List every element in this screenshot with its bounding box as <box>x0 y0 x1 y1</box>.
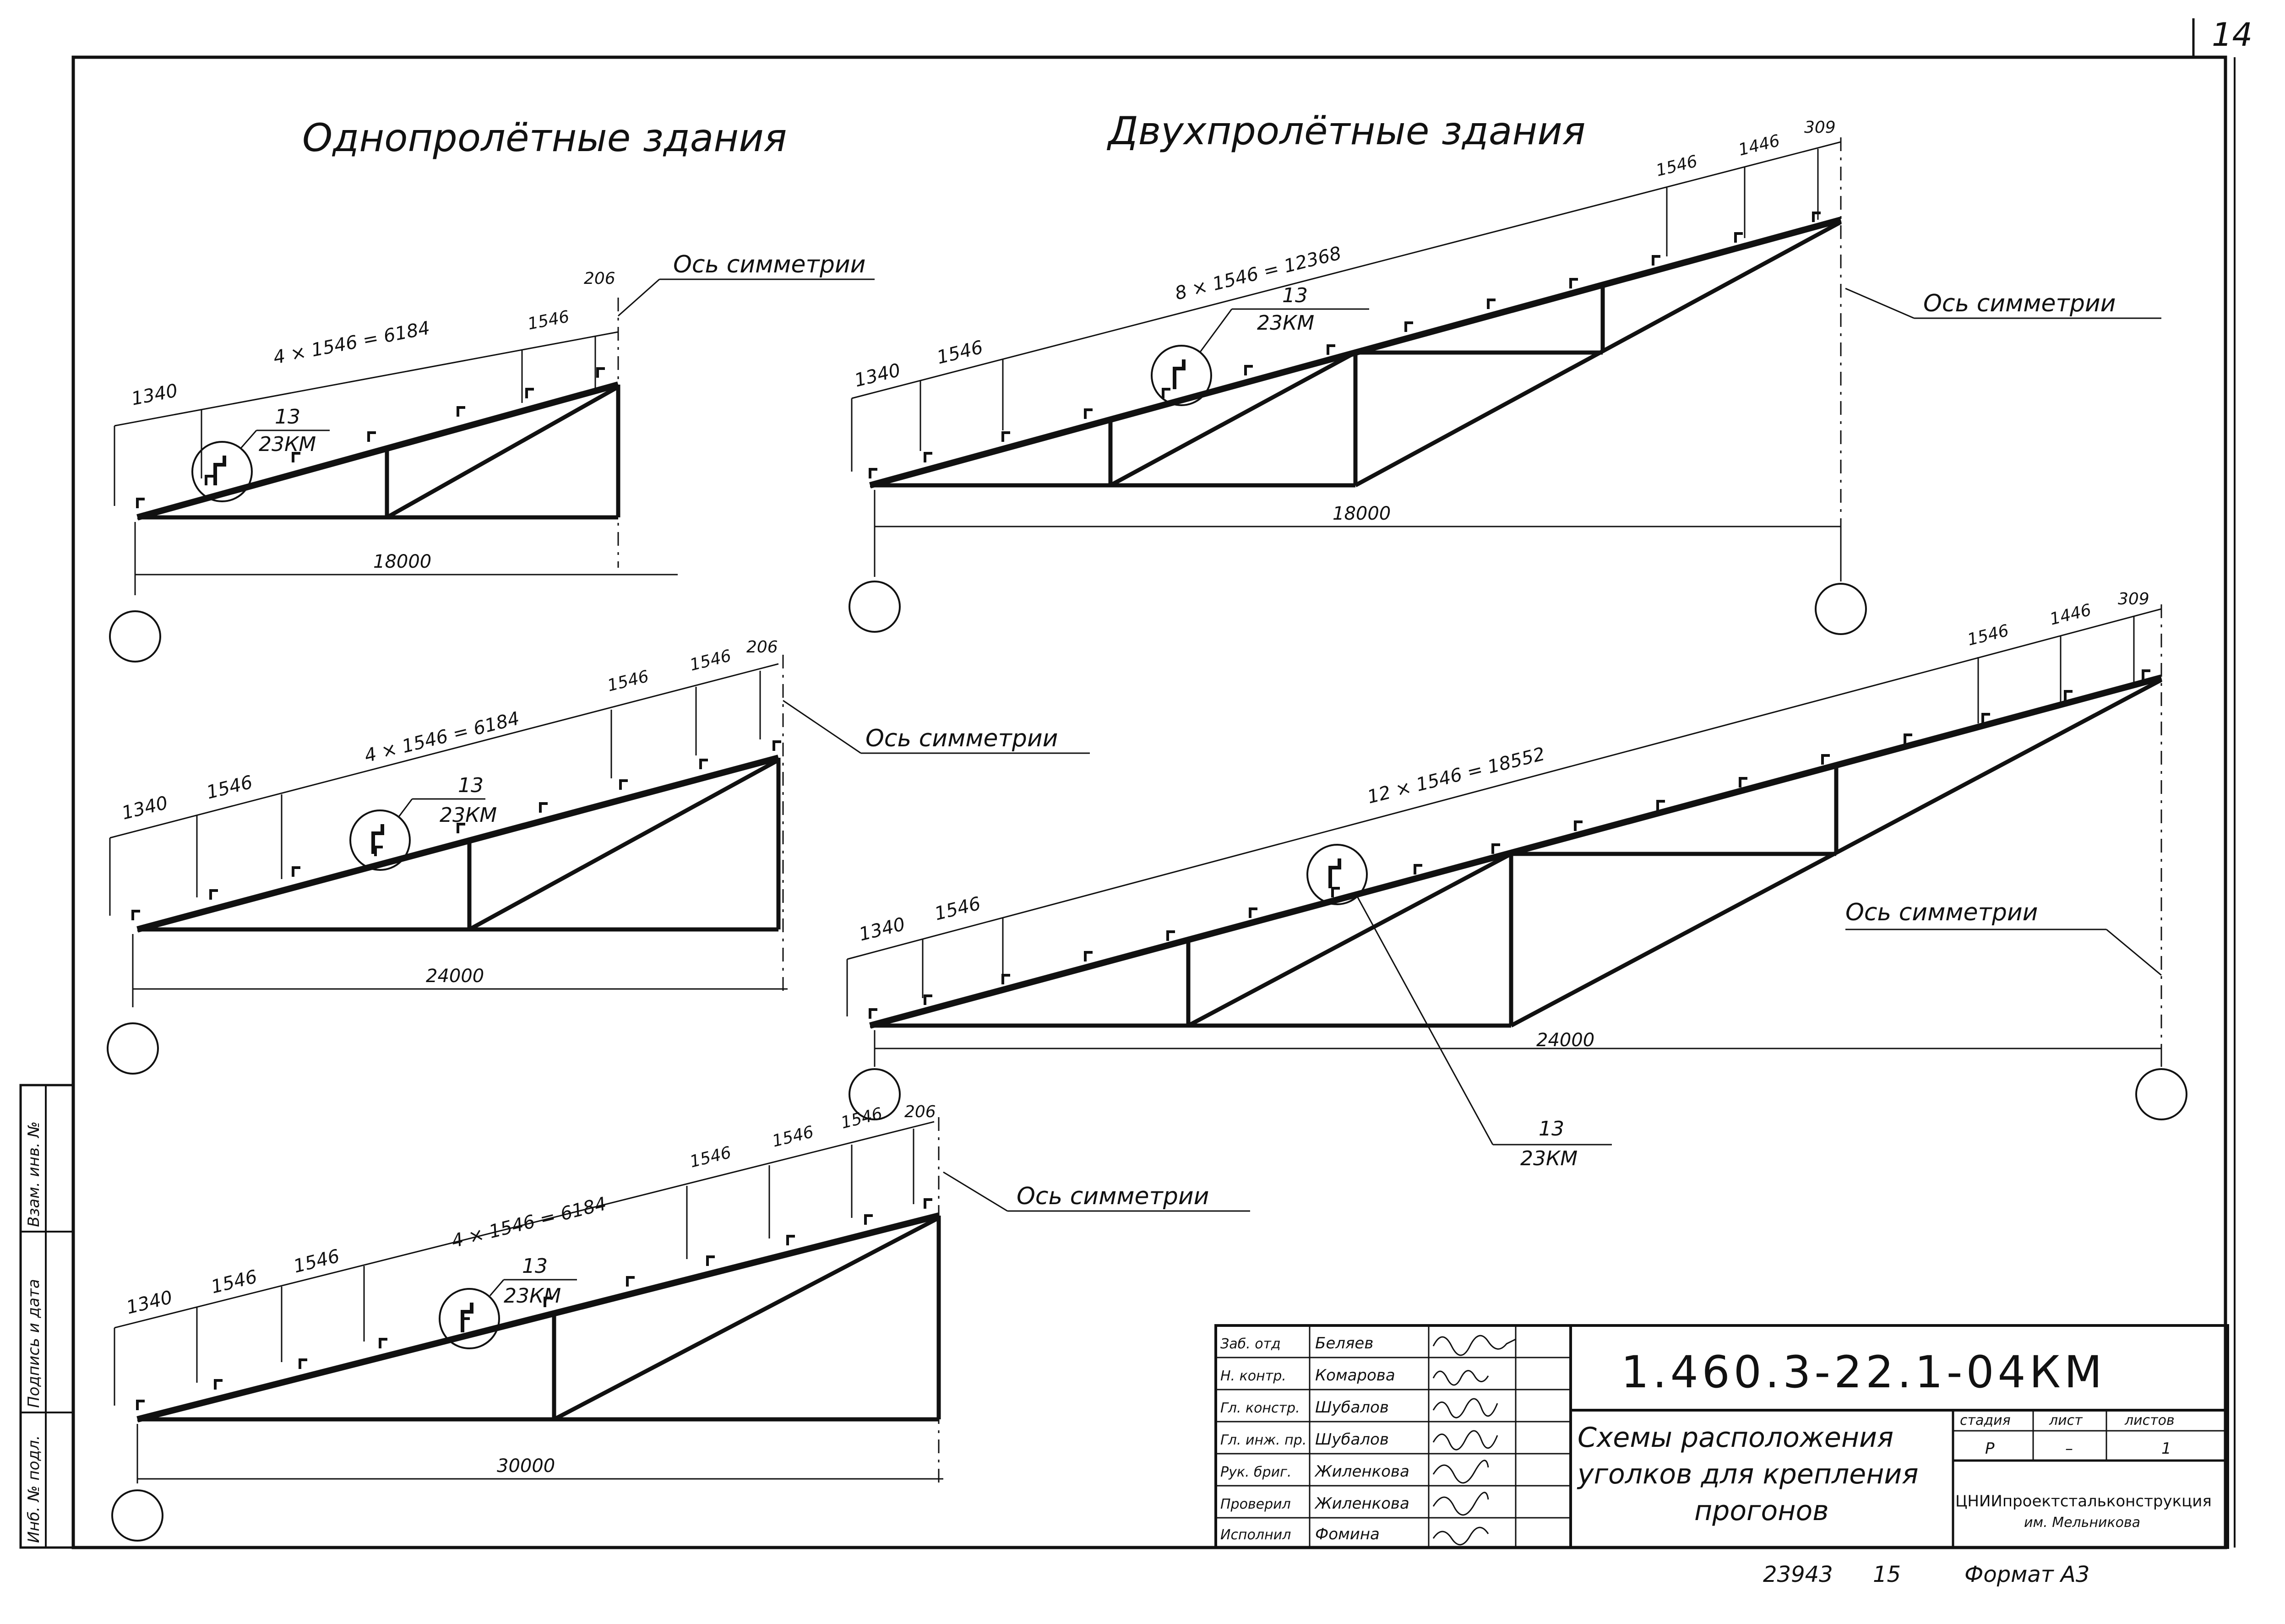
dim-309-d5: 309 <box>2118 590 2149 608</box>
dim-1546-c-d3: 1546 <box>688 1143 733 1172</box>
span-d5: 24000 <box>1536 1030 1594 1051</box>
heading-double-span: Двухпролётные здания <box>1106 109 1585 153</box>
dim-206-d1: 206 <box>584 269 615 288</box>
signature-3 <box>1432 1398 1498 1418</box>
truss-diagram-single-18000 <box>109 278 875 663</box>
signature-6 <box>1432 1492 1489 1516</box>
format-label: Формат А3 <box>1964 1562 2089 1587</box>
spacing-text-d4: 8 × 1546 = 12368 <box>1173 243 1343 304</box>
dim-1340-d5: 1340 <box>857 913 907 945</box>
dim-1546-b-d4: 1546 <box>1654 152 1699 180</box>
dim-1546-d-d3: 1546 <box>770 1123 816 1151</box>
callout-bottom-d1: 23КМ <box>259 433 316 456</box>
tb-role-6: Исполнил <box>1220 1527 1291 1543</box>
tb-organization-sub: им. Мельникова <box>2024 1515 2140 1531</box>
tb-document-code: 1.460.3-22.1-04КМ <box>1621 1347 2106 1398</box>
tb-stage-header: стадия <box>1960 1412 2011 1428</box>
tb-stage-value: Р <box>1985 1439 1995 1458</box>
callout-bottom-d4: 23КМ <box>1257 311 1314 335</box>
spacing-text-d1: 4 × 1546 = 6184 <box>272 317 431 368</box>
tb-description-line-3: прогонов <box>1694 1495 1829 1527</box>
span-d4: 18000 <box>1333 503 1391 524</box>
dim-1546-b-d2: 1546 <box>605 667 651 695</box>
tb-sheet-value: – <box>2065 1439 2073 1458</box>
callout-bottom-d2: 23КМ <box>440 804 497 827</box>
tb-description-line-2: уголков для крепления <box>1577 1458 1919 1490</box>
span-d1: 18000 <box>373 551 431 572</box>
axis-label-d1: Ось симметрии <box>673 251 865 278</box>
truss-diagram-double-24000 <box>846 604 2187 1146</box>
callout-top-d3: 13 <box>522 1255 548 1278</box>
dim-1546-b-d5: 1546 <box>1965 621 2011 650</box>
truss-diagram-single-30000 <box>111 1117 1250 1542</box>
callout-top-d4: 13 <box>1282 284 1308 307</box>
signature-2 <box>1432 1370 1489 1386</box>
title-block <box>1214 1324 2229 1549</box>
dim-1546-a-d2: 1546 <box>204 771 255 803</box>
heading-single-span: Однопролётные здания <box>302 115 787 160</box>
dim-1546-a-d5: 1546 <box>932 893 983 924</box>
dim-1446-d5: 1446 <box>2048 601 2093 629</box>
span-d3: 30000 <box>497 1456 555 1477</box>
dim-1340-d1: 1340 <box>130 380 180 410</box>
tb-sheets-header: листов <box>2124 1412 2175 1428</box>
spacing-text-d5: 12 × 1546 = 18552 <box>1365 744 1547 808</box>
tb-name-6: Фомина <box>1315 1525 1380 1543</box>
tb-sheet-header: лист <box>2049 1412 2083 1428</box>
dim-309-d4: 309 <box>1804 118 1836 137</box>
truss-diagram-double-18000 <box>849 137 2161 635</box>
callout-bottom-d5: 23КМ <box>1520 1147 1578 1170</box>
stamp-inv-no: Инб. № подл. <box>25 1435 43 1543</box>
axis-label-d2: Ось симметрии <box>865 725 1058 752</box>
tb-role-4: Рук. бриг. <box>1220 1464 1291 1480</box>
tb-role-5: Проверил <box>1220 1496 1291 1512</box>
signature-7 <box>1432 1526 1489 1546</box>
footer-mark: 15 <box>1873 1562 1901 1587</box>
callout-top-d2: 13 <box>458 774 484 797</box>
span-d2: 24000 <box>426 966 484 987</box>
dim-1546-a-d4: 1546 <box>935 337 985 368</box>
sheet-frame <box>71 55 2227 1549</box>
stamp-replaced-inv: Взам. инв. № <box>25 1121 43 1227</box>
tb-organization: ЦНИИпроектстальконструкция <box>1955 1492 2212 1510</box>
tb-role-1: Н. контр. <box>1220 1368 1286 1384</box>
tb-role-0: Заб. отд <box>1220 1336 1281 1352</box>
callout-top-d5: 13 <box>1539 1117 1564 1141</box>
dim-1546-c-d2: 1546 <box>688 646 733 675</box>
callout-bottom-d3: 23КМ <box>504 1284 561 1308</box>
dim-206-d2: 206 <box>746 638 778 657</box>
dim-1446-d4: 1446 <box>1736 131 1782 160</box>
page-number: 14 <box>2212 16 2252 54</box>
signature-4 <box>1432 1430 1498 1450</box>
axis-label-d3: Ось симметрии <box>1017 1183 1209 1210</box>
stamp-signature-date: Подпись и дата <box>25 1279 43 1408</box>
tb-name-2: Шубалов <box>1315 1398 1389 1417</box>
signature-1 <box>1432 1335 1516 1356</box>
tb-name-3: Шубалов <box>1315 1430 1389 1449</box>
tb-name-4: Жиленкова <box>1314 1462 1409 1481</box>
tb-name-0: Беляев <box>1315 1334 1373 1352</box>
footer-number: 23943 <box>1763 1562 1833 1587</box>
tb-name-1: Комарова <box>1315 1366 1395 1385</box>
tb-role-3: Гл. инж. пр. <box>1220 1432 1306 1448</box>
spacing-text-d3: 4 × 1546 = 6184 <box>449 1193 609 1252</box>
tb-name-5: Жиленкова <box>1314 1494 1409 1513</box>
tb-description-line-1: Схемы расположения <box>1578 1422 1893 1454</box>
dim-1340-d3: 1340 <box>124 1287 174 1318</box>
axis-label-d5: Ось симметрии <box>1845 899 2038 926</box>
dim-206-d3: 206 <box>904 1103 936 1121</box>
signature-5 <box>1432 1460 1489 1484</box>
dim-1546-d1: 1546 <box>526 307 571 334</box>
dim-1340-d2: 1340 <box>120 792 170 824</box>
archive-stamp: Инб. № подл. Подпись и дата Взам. инв. № <box>19 1084 75 1549</box>
truss-diagram-single-24000 <box>107 655 1090 1075</box>
tb-sheets-value: 1 <box>2161 1439 2171 1458</box>
axis-label-d4: Ось симметрии <box>1923 290 2116 317</box>
tb-role-2: Гл. констр. <box>1220 1400 1300 1416</box>
callout-top-d1: 13 <box>275 405 300 429</box>
